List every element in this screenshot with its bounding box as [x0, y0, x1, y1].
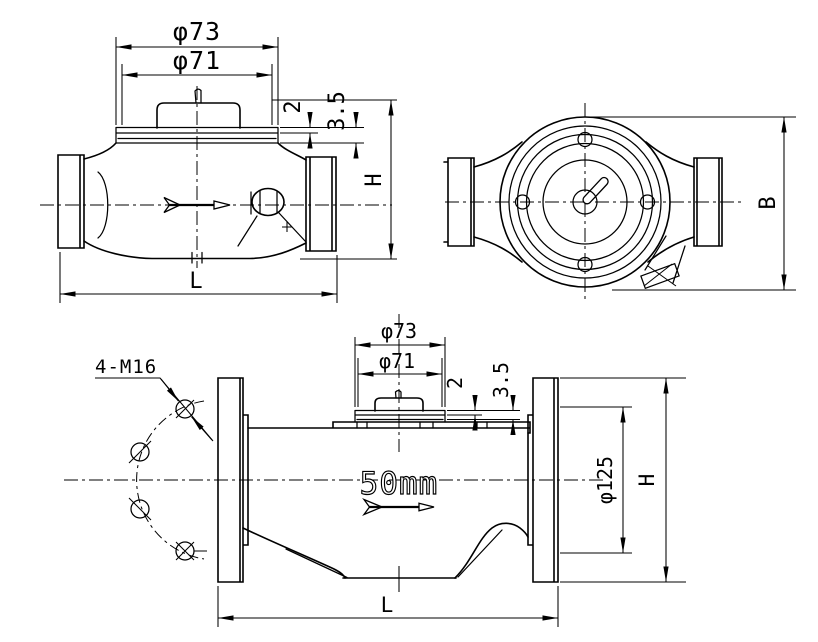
- cap-tang: [194, 88, 202, 104]
- window-circle: [542, 159, 628, 245]
- dim-label-b: B: [756, 196, 781, 209]
- body-bottom-right-chamfer: [457, 529, 503, 578]
- screw-hole-right: [639, 194, 656, 210]
- bolt-hole-2: [130, 442, 150, 462]
- flow-arrow: [163, 196, 231, 214]
- body-belly: [83, 240, 307, 260]
- threaded-meter-side-view: φ73 φ71 2 3.5 H L: [40, 17, 397, 303]
- leader-arrow-lower: [191, 416, 213, 441]
- dim-label-l: L: [381, 593, 394, 617]
- leader-line: [95, 377, 214, 442]
- register-cap: [374, 397, 424, 412]
- extension-lines: [59, 37, 397, 303]
- dim-label-phi73: φ73: [173, 17, 221, 46]
- test-plug-boss: [640, 235, 686, 290]
- bolt-hole-marks: [128, 399, 207, 561]
- dim-label-h: H: [362, 173, 387, 186]
- hex-plug-flats: [250, 189, 278, 215]
- bolt-hole-3: [130, 499, 150, 519]
- body-top-profile: [247, 421, 531, 434]
- lid-screw-holes: [514, 131, 656, 273]
- dim-label-3-5: 3.5: [489, 362, 513, 398]
- dim-label-3-5: 3.5: [325, 91, 350, 131]
- dim-label-phi71: φ71: [173, 46, 221, 75]
- base-tab: [191, 251, 203, 264]
- dim-label-h: H: [635, 474, 659, 487]
- body-bottom-left-chamfer: [285, 548, 348, 579]
- screw-hole-left: [514, 194, 531, 210]
- bolt-callout-leader: [95, 377, 214, 442]
- centerlines: [445, 103, 742, 302]
- meter-top-view: B: [443, 103, 796, 302]
- dial-circles: [499, 116, 671, 288]
- screw-hole-bottom: [577, 256, 593, 273]
- body-silhouette: [473, 141, 695, 263]
- body-bottom-right: [454, 522, 529, 579]
- bolt-hole-1: [175, 399, 195, 419]
- flow-arrow: [362, 498, 435, 516]
- dim-label-phi71: φ71: [379, 349, 415, 373]
- left-thread-end: [443, 157, 475, 247]
- dim-label-phi125: φ125: [593, 456, 617, 504]
- bolt-callout-label: 4-M16: [95, 356, 157, 378]
- dim-label-2: 2: [281, 100, 306, 113]
- extension-lines: [586, 116, 796, 291]
- right-thread-end: [693, 157, 723, 247]
- housing-outer-circle: [499, 116, 671, 288]
- lid-circle: [525, 142, 645, 262]
- body-shoulders: [83, 142, 307, 161]
- register-cap: [156, 102, 241, 129]
- lid-pointer: [582, 176, 609, 205]
- flange-left: [217, 377, 249, 583]
- dim-label-2: 2: [443, 377, 467, 389]
- leader-arrow-upper: [160, 378, 179, 402]
- flow-arrow-head: [418, 502, 435, 512]
- bolt-holes: [128, 399, 207, 561]
- left-thread-end: [57, 154, 85, 249]
- centerlines: [64, 314, 606, 481]
- plus-mark: [282, 222, 292, 232]
- screw-hole-top: [577, 131, 593, 148]
- housing-ring-circle: [508, 125, 662, 279]
- plug-cap: [640, 262, 680, 290]
- meter-size-label: 50mm: [360, 466, 439, 502]
- platform-feet: [356, 421, 488, 429]
- inner-wall-arc: [97, 171, 109, 239]
- flow-arrow-head: [213, 200, 231, 210]
- flange-right: [527, 377, 559, 583]
- strainer-lines: [237, 212, 307, 247]
- dim-label-l: L: [189, 269, 202, 294]
- plug-cap-cross: [643, 263, 677, 287]
- dim-label-phi73: φ73: [381, 319, 417, 343]
- bezel-circle: [516, 133, 654, 271]
- right-thread-end: [305, 156, 337, 252]
- center-hub-circle: [572, 189, 598, 215]
- bolt-circle-arc: [136, 400, 205, 560]
- hex-plug: [251, 187, 285, 217]
- flanged-meter-side-view: 4-M16 50mm φ73 φ71 2 3.5 φ125 H L: [64, 314, 686, 627]
- extension-lines: [217, 337, 686, 627]
- register-rim: [115, 126, 279, 144]
- cap-tang: [394, 389, 402, 399]
- register-rim: [354, 409, 446, 423]
